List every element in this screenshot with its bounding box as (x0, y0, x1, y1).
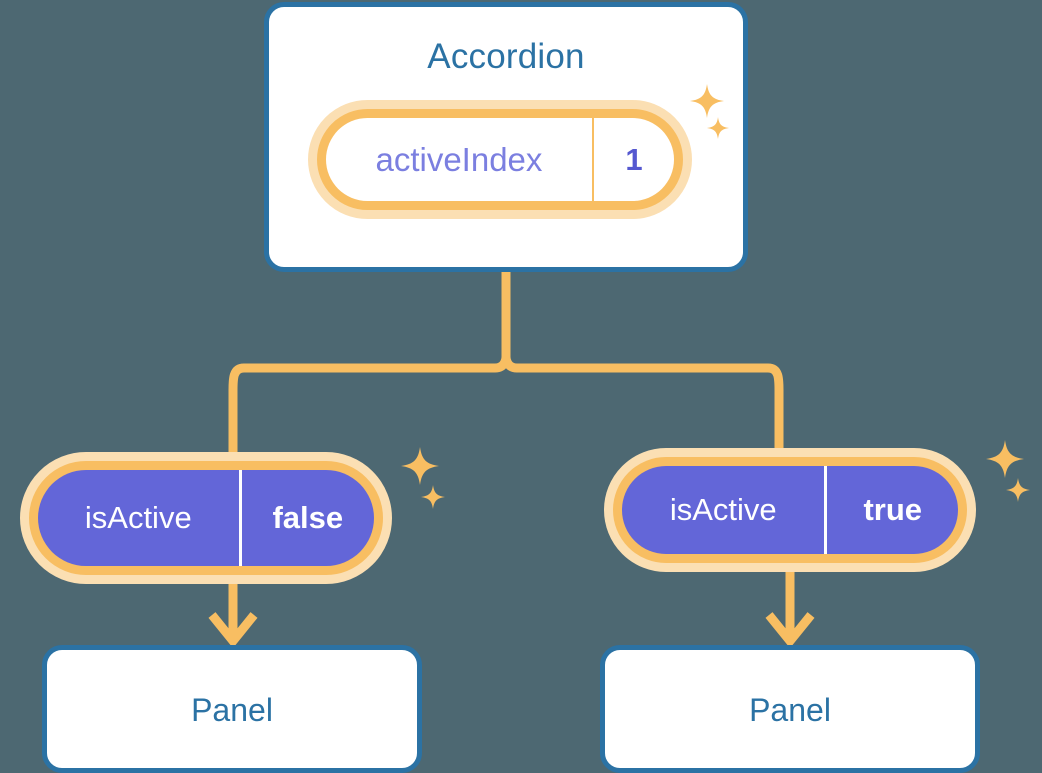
prop-pill-isactive-false[interactable]: isActive false (20, 452, 392, 584)
arrow-down-icon-right (765, 572, 815, 649)
pill-key-label: activeIndex (375, 140, 543, 178)
pill-value-label: false (238, 470, 374, 566)
pill-body: isActive true (622, 466, 958, 554)
pill-value-label: 1 (591, 118, 674, 201)
panel-card-left[interactable]: Panel (42, 645, 422, 773)
sparkle-icon (401, 447, 439, 485)
panel-title: Panel (191, 692, 273, 728)
branch-connector (228, 267, 784, 457)
page-title: Accordion (427, 37, 585, 76)
pill-key-label: isActive (84, 500, 192, 535)
sparkle-icon (421, 485, 445, 509)
state-pill-activeindex[interactable]: activeIndex 1 (308, 100, 692, 219)
pill-key-label: isActive (669, 492, 777, 527)
pill-value-label: true (824, 466, 958, 554)
arrow-down-icon-left (208, 584, 258, 649)
sparkle-icon (1006, 478, 1030, 502)
panel-card-right[interactable]: Panel (600, 645, 980, 773)
pill-body: isActive false (38, 470, 374, 566)
prop-pill-isactive-true[interactable]: isActive true (604, 448, 976, 572)
panel-title: Panel (749, 692, 831, 728)
pill-body: activeIndex 1 (326, 118, 674, 201)
sparkle-icon (986, 440, 1024, 478)
